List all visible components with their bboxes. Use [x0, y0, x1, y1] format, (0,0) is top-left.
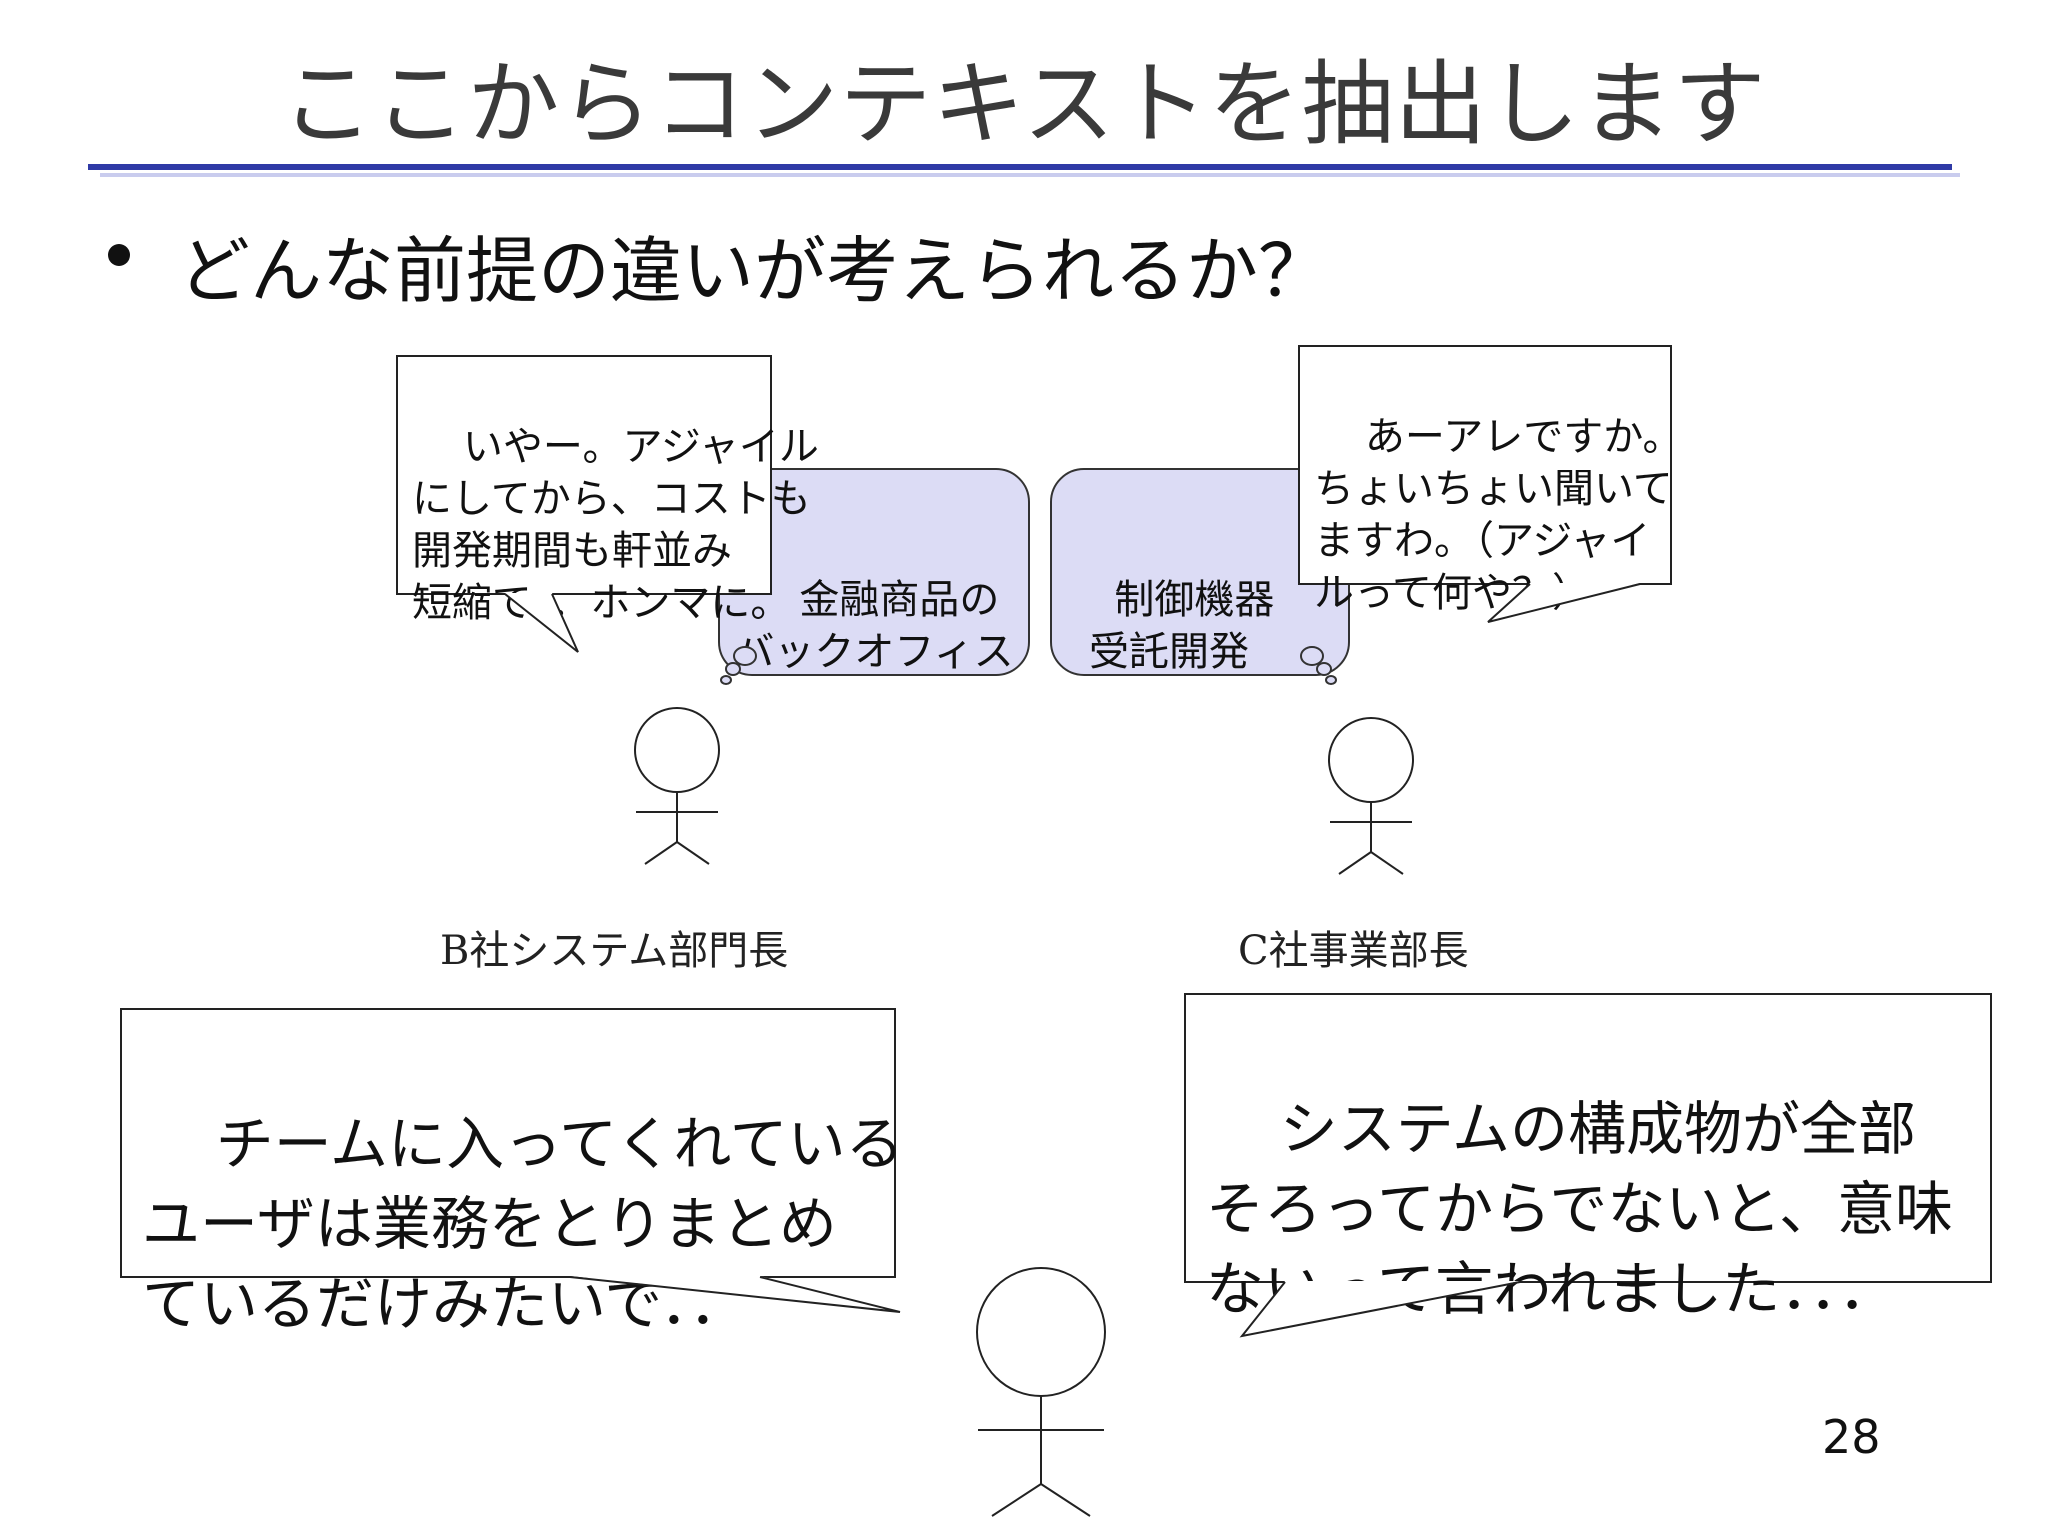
thought-dot-small-right [1325, 675, 1337, 685]
callout-b-company-head: いやー。アジャイル にしてから、コストも 開発期間も軒並み 短縮で．．ホンマに。 [396, 355, 819, 626]
stick-figure-b-company [634, 707, 720, 865]
thought-dot-medium-left [725, 662, 741, 676]
role-label-c-company: C社事業部長 [1238, 928, 1469, 974]
callout-b-company-text: いやー。アジャイル にしてから、コストも 開発期間も軒並み 短縮で．．ホンマに。 [412, 424, 819, 626]
callout-bottom-right: システムの構成物が全部 そろってからでないと、意味 ないって言われました．．． [1184, 993, 1992, 1323]
title-underline-shadow [100, 173, 1960, 177]
stick-figure-c-company [1328, 717, 1414, 875]
title-underline [88, 164, 1952, 170]
thought-dot-small-left [720, 675, 732, 685]
callout-bottom-left: チームに入ってくれている ユーザは業務をとりまとめ ているだけみたいで．． [120, 1008, 904, 1338]
bullet-marker [108, 244, 130, 266]
role-label-b-company: B社システム部門長 [440, 928, 789, 974]
callout-tail-b-company-outline [504, 593, 579, 653]
callout-tail-bottom-right-outline [1239, 1281, 1521, 1338]
thought-dot-medium-right [1316, 662, 1332, 676]
thought-dot-large-right [1300, 646, 1324, 666]
callout-c-company-head: あーアレですか。 ちょいちょい聞いて ますわ。（アジャイ ルって何や？） [1298, 345, 1682, 616]
thought-text-control-devices: 制御機器 受託開発 [1089, 577, 1275, 675]
callout-tail-bottom-left-outline [569, 1276, 901, 1313]
callout-bottom-left-text: チームに入ってくれている ユーザは業務をとりまとめ ているだけみたいで．． [142, 1110, 904, 1338]
page-number: 28 [1822, 1410, 1881, 1464]
thought-dot-large-left [733, 646, 757, 666]
stick-figure-self [976, 1267, 1106, 1517]
slide-title: ここからコンテキストを抽出します [281, 51, 1767, 158]
bullet-text: どんな前提の違いが考えられるか？ [178, 229, 1331, 313]
thought-text-finance-backoffice: 金融商品の バックオフィス [734, 577, 1014, 675]
callout-tail-c-company-outline [1487, 583, 1641, 623]
